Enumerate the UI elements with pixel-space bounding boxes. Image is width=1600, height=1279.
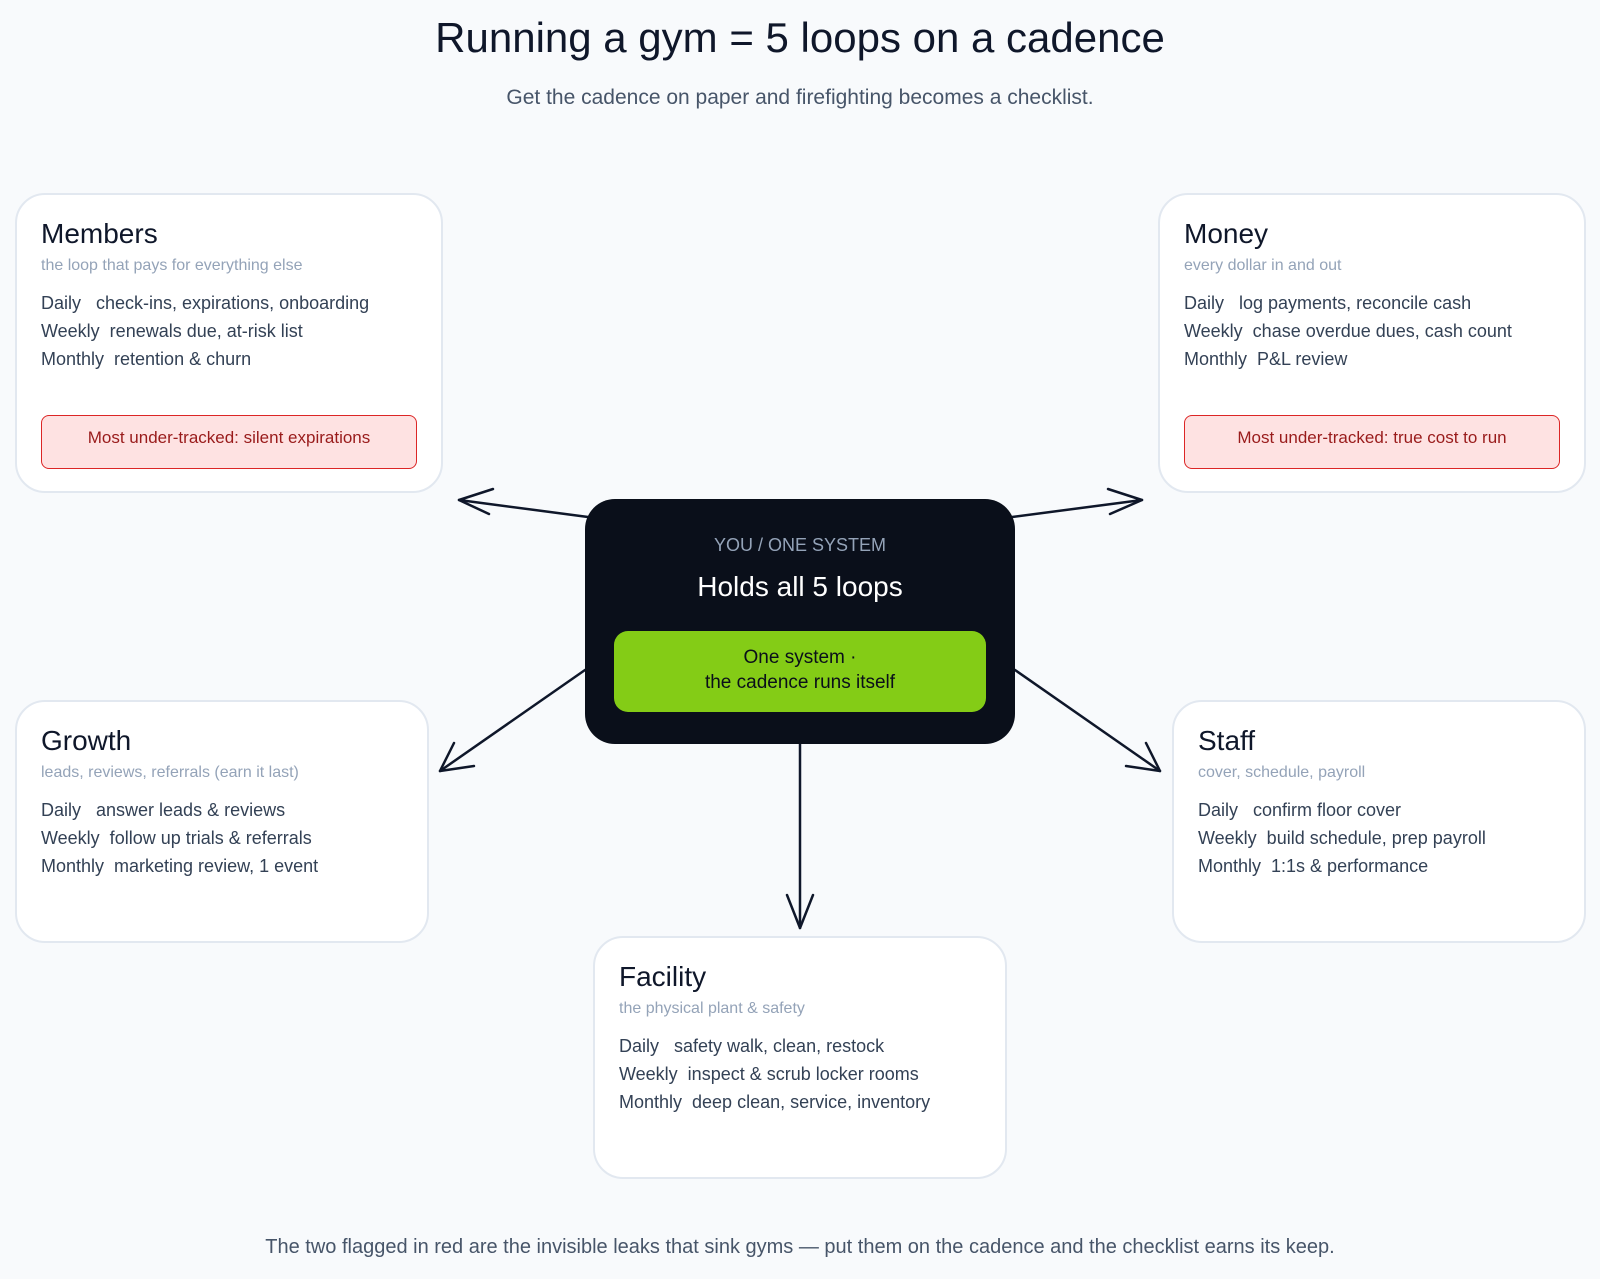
loop-title: Members: [41, 218, 158, 249]
central-hub: YOU / ONE SYSTEM Holds all 5 loops One s…: [585, 499, 1015, 744]
cadence-row-weekly: Weekly follow up trials & referrals: [41, 828, 312, 848]
cadence-row-weekly: Weekly inspect & scrub locker rooms: [619, 1064, 919, 1084]
loop-card-money: Money every dollar in and out Daily log …: [1158, 193, 1586, 493]
cadence-row-monthly: Monthly deep clean, service, inventory: [619, 1092, 931, 1112]
arrow-to-facility: [785, 742, 815, 930]
arrow-to-staff: [1013, 668, 1162, 773]
cadence-list: Daily answer leads & reviews Weekly foll…: [41, 796, 403, 880]
loop-subtitle: leads, reviews, referrals (earn it last): [41, 764, 299, 781]
loop-title: Facility: [619, 961, 707, 992]
loop-card-facility: Facility the physical plant & safety Dai…: [593, 936, 1007, 1179]
loop-subtitle: the loop that pays for everything else: [41, 257, 303, 274]
loop-subtitle: cover, schedule, payroll: [1198, 764, 1366, 781]
cadence-row-weekly: Weekly chase overdue dues, cash count: [1184, 321, 1512, 341]
cadence-list: Daily check-ins, expirations, onboarding…: [41, 289, 417, 373]
loop-subtitle: every dollar in and out: [1184, 257, 1342, 274]
cadence-row-daily: Daily safety walk, clean, restock: [619, 1036, 885, 1056]
cadence-list: Daily log payments, reconcile cash Weekl…: [1184, 289, 1560, 373]
page-title: Running a gym = 5 loops on a cadence: [435, 14, 1165, 61]
page-subtitle: Get the cadence on paper and firefightin…: [506, 86, 1094, 109]
cadence-row-monthly: Monthly retention & churn: [41, 349, 252, 369]
loop-card-growth: Growth leads, reviews, referrals (earn i…: [15, 700, 429, 943]
under-tracked-flag: Most under-tracked: silent expirations: [41, 415, 417, 469]
hub-pill: One system · the cadence runs itself: [614, 631, 986, 712]
hub-pill-line2: the cadence runs itself: [704, 672, 896, 693]
loop-subtitle: the physical plant & safety: [619, 1000, 805, 1017]
loop-title: Staff: [1198, 725, 1256, 756]
hub-pill-line1: One system ·: [743, 647, 857, 668]
loop-title: Money: [1184, 218, 1269, 249]
cadence-row-daily: Daily answer leads & reviews: [41, 800, 286, 820]
loop-title: Growth: [41, 725, 132, 756]
cadence-row-weekly: Weekly renewals due, at-risk list: [41, 321, 303, 341]
arrow-to-growth: [438, 668, 587, 773]
hub-title: Holds all 5 loops: [697, 571, 903, 602]
cadence-list: Daily confirm floor cover Weekly build s…: [1198, 796, 1560, 880]
under-tracked-flag: Most under-tracked: true cost to run: [1184, 415, 1560, 469]
hub-kicker: YOU / ONE SYSTEM: [713, 535, 887, 555]
cadence-row-monthly: Monthly 1:1s & performance: [1198, 856, 1429, 876]
cadence-list: Daily safety walk, clean, restock Weekly…: [619, 1032, 981, 1116]
arrow-to-money: [1010, 487, 1144, 519]
cadence-row-monthly: Monthly P&L review: [1184, 349, 1348, 369]
loop-card-staff: Staff cover, schedule, payroll Daily con…: [1172, 700, 1586, 943]
cadence-row-daily: Daily check-ins, expirations, onboarding: [41, 293, 370, 313]
loop-card-members: Members the loop that pays for everythin…: [15, 193, 443, 493]
cadence-row-weekly: Weekly build schedule, prep payroll: [1198, 828, 1486, 848]
cadence-row-monthly: Monthly marketing review, 1 event: [41, 856, 319, 876]
cadence-row-daily: Daily log payments, reconcile cash: [1184, 293, 1472, 313]
arrow-to-members: [457, 487, 590, 519]
footer-note: The two flagged in red are the invisible…: [265, 1236, 1335, 1258]
cadence-row-daily: Daily confirm floor cover: [1198, 800, 1402, 820]
